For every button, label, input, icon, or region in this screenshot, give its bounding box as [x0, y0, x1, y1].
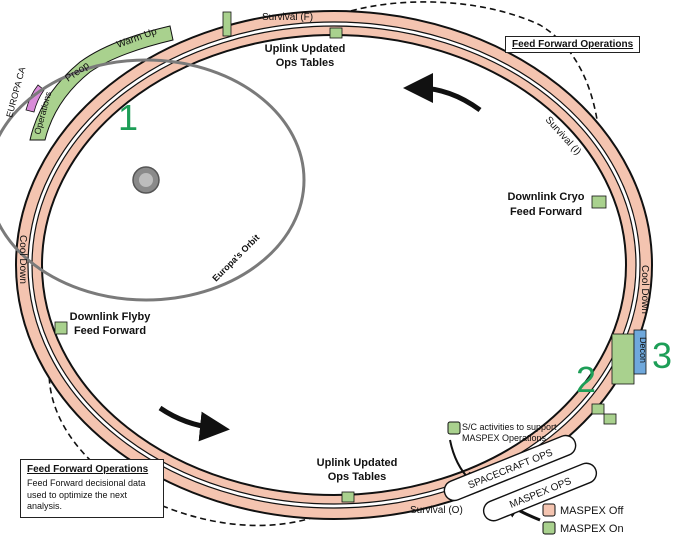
- legend-on-swatch: [542, 521, 556, 535]
- downlink-flyby-line2: Feed Forward: [74, 325, 146, 337]
- uplink-bottom-line2: Ops Tables: [328, 471, 386, 483]
- downlink-cryo-line2: Feed Forward: [510, 206, 582, 218]
- phase-number-3: 3: [652, 335, 672, 376]
- phase-survival-o-label: Survival (O): [410, 505, 463, 516]
- phase-survival-f-label: Survival (F): [262, 12, 313, 23]
- segment-decon-inner: [611, 333, 635, 385]
- direction-arrow-bottom: [158, 405, 230, 442]
- phase-cool-down-left-label: Cool Down: [17, 235, 28, 284]
- marker-top-2: [329, 27, 343, 39]
- downlink-cryo-line1: Downlink Cryo: [507, 191, 584, 203]
- uplink-top-line2: Ops Tables: [276, 57, 334, 69]
- marker-bottom: [341, 491, 355, 503]
- europa-ca-label-1: EUROPA CA: [4, 66, 27, 119]
- europa-orbit: [0, 58, 306, 302]
- feed-forward-bottom-box: Feed Forward Operations Feed Forward dec…: [20, 459, 164, 519]
- legend-off-label: MASPEX Off: [560, 505, 624, 517]
- direction-arrow-top: [403, 73, 482, 113]
- marker-lower-right-2: [603, 413, 617, 425]
- marker-top-1: [222, 11, 232, 37]
- jupiter-core-icon: [139, 173, 153, 187]
- sc-activity-swatch: [447, 421, 461, 435]
- uplink-top-line1: Uplink Updated: [265, 43, 346, 55]
- marker-right-cryo: [591, 195, 607, 209]
- phase-number-2: 2: [576, 359, 596, 400]
- sc-activities-label: S/C activities to support MASPEX Operati…: [462, 422, 557, 443]
- downlink-flyby-line1: Downlink Flyby: [70, 311, 152, 323]
- phase-cool-down-right-label: Cool Down: [639, 265, 650, 314]
- feed-forward-bottom-body: Feed Forward decisional data used to opt…: [27, 478, 146, 512]
- uplink-bottom-line1: Uplink Updated: [317, 457, 398, 469]
- phase-number-1: 1: [118, 97, 138, 138]
- marker-lower-right-1: [591, 403, 605, 415]
- legend-off-swatch: [542, 503, 556, 517]
- feed-forward-top-box: Feed Forward Operations: [505, 36, 641, 53]
- segment-decon-outer: [633, 329, 647, 375]
- feed-forward-bottom-title: Feed Forward Operations: [27, 464, 149, 475]
- marker-left-flyby: [54, 321, 68, 335]
- legend-on-label: MASPEX On: [560, 523, 624, 535]
- phase-decon-label: Decon: [638, 337, 648, 363]
